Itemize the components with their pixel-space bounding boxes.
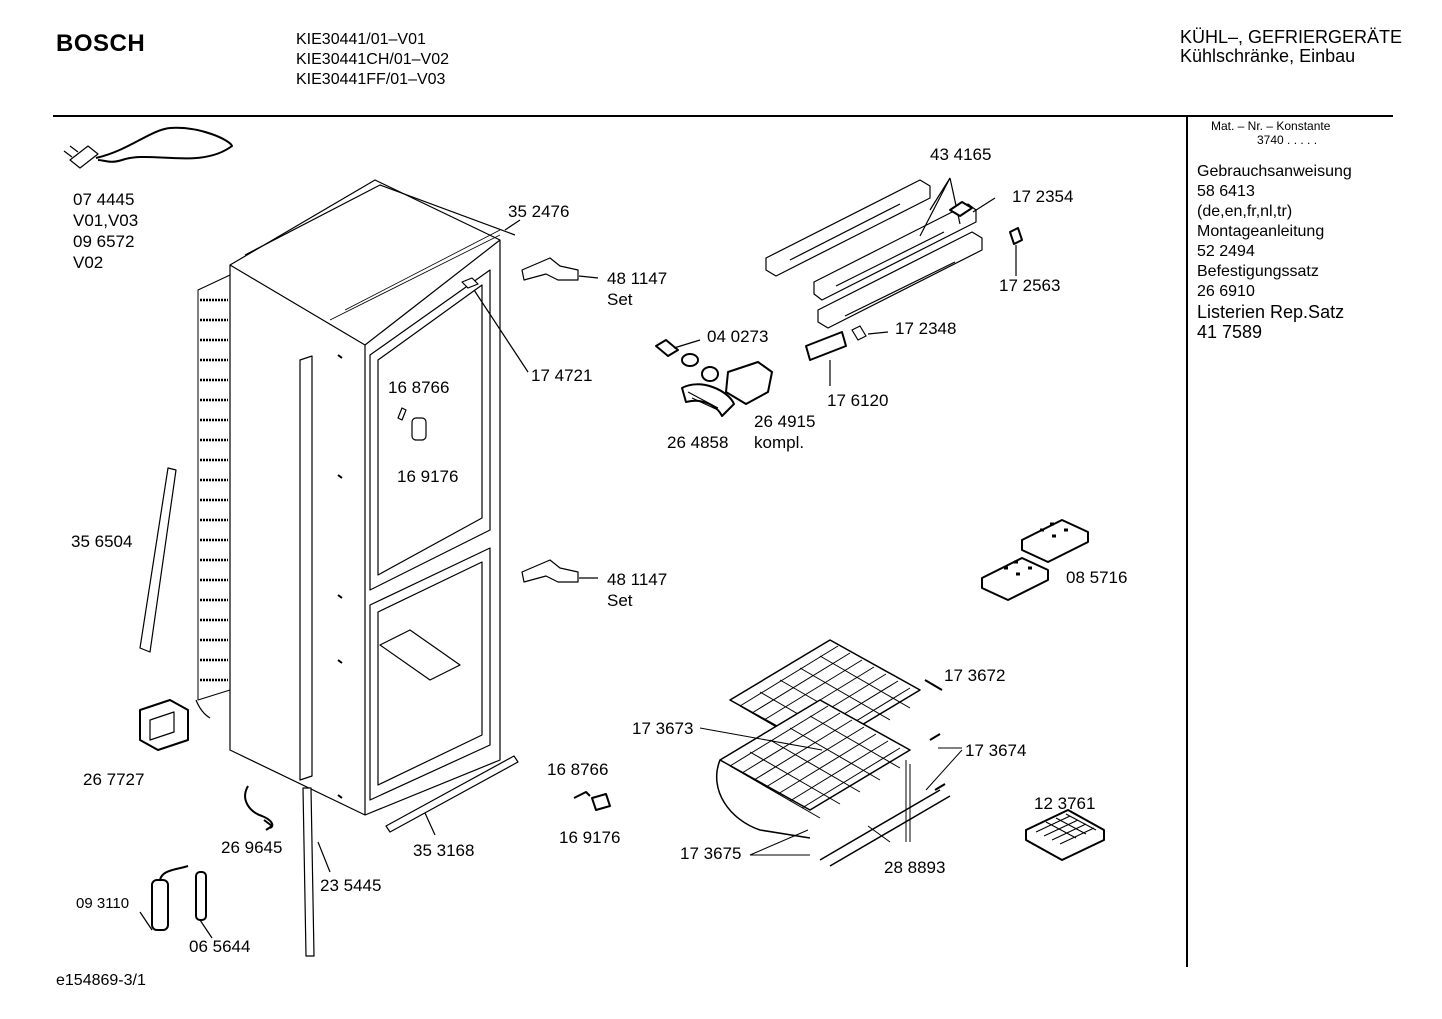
label-28-8893: 28 8893	[884, 858, 946, 877]
sensor-drawing	[461, 277, 479, 289]
label-hinge-top: 48 1147	[607, 269, 668, 288]
label-cable-1-variant: V01,V03	[73, 211, 139, 230]
doc-item: Montageanleitung	[1197, 223, 1325, 240]
model-v03: KIE30441FF/01–V03	[296, 71, 446, 88]
doc-item: 41 7589	[1197, 322, 1263, 342]
label-17-2563: 17 2563	[999, 276, 1061, 295]
label-clip-a: 16 8766	[388, 378, 450, 397]
header-divider	[53, 115, 1393, 117]
label-17-3673: 17 3673	[632, 719, 694, 738]
category-line-2: Kühlschränke, Einbau	[1180, 46, 1356, 66]
label-cable-2: 09 6572	[73, 232, 135, 251]
refrigerator-cabinet-drawing	[229, 179, 516, 816]
relay-box-drawing	[139, 699, 189, 751]
label-17-2354: 17 2354	[1012, 187, 1074, 206]
brand-logo: BOSCH	[56, 30, 146, 57]
label-17-3672: 17 3672	[944, 666, 1006, 685]
label-04-0273: 04 0273	[707, 327, 769, 346]
label-hinge-top-set: Set	[607, 290, 633, 309]
constant-label: Mat. – Nr. – Konstante	[1211, 119, 1331, 133]
clip-drawing	[397, 407, 407, 421]
door-strip-drawing	[302, 787, 315, 957]
label-cover: 26 4858	[667, 433, 729, 452]
label-09-3110: 09 3110	[76, 895, 130, 912]
model-list: KIE30441/01–V01 KIE30441CH/01–V02 KIE304…	[296, 30, 449, 90]
label-clip-b: 16 8766	[547, 760, 609, 779]
doc-item: Listerien Rep.Satz	[1197, 302, 1345, 322]
label-cap-b: 16 9176	[559, 828, 621, 847]
label-rails: 43 4165	[930, 145, 992, 164]
doc-item: Befestigungssatz	[1197, 263, 1319, 280]
label-wire: 26 9645	[221, 838, 283, 857]
label-lamp-kompl: kompl.	[754, 433, 805, 452]
category-title: KÜHL–, GEFRIERGERÄTE Kühlschränke, Einba…	[1180, 28, 1402, 66]
label-35-2476: 35 2476	[508, 202, 570, 221]
power-cable-drawing	[63, 126, 233, 169]
label-17-2348: 17 2348	[895, 319, 957, 338]
cap-lower-drawing	[591, 793, 611, 811]
label-door-strip: 23 5445	[320, 876, 382, 895]
category-line-1: KÜHL–, GEFRIERGERÄTE	[1180, 27, 1403, 47]
sidebar-divider	[1186, 117, 1188, 967]
label-hinge-bottom: 48 1147	[607, 570, 668, 589]
document-id: e154869-3/1	[56, 972, 146, 989]
condenser-coil-drawing	[195, 274, 231, 719]
label-lamp: 26 4915	[754, 412, 816, 431]
label-sensor: 17 4721	[531, 366, 593, 385]
hinge-bottom-drawing	[521, 559, 598, 583]
shelf-rails-drawing	[765, 177, 1023, 386]
label-cap-a: 16 9176	[397, 467, 459, 486]
model-v01: KIE30441/01–V01	[296, 31, 426, 48]
label-seal-strip: 35 6504	[71, 532, 133, 551]
doc-item: Gebrauchsanweisung	[1197, 163, 1352, 180]
material-constant: Mat. – Nr. – Konstante 3740 . . . . .	[1211, 119, 1330, 147]
documentation-list: Gebrauchsanweisung 58 6413 (de,en,fr,nl,…	[1197, 162, 1352, 342]
lamp-assembly-drawing	[655, 339, 773, 417]
label-ice-tray: 12 3761	[1034, 794, 1096, 813]
label-06-5644: 06 5644	[189, 937, 251, 956]
ice-tray-drawing	[1025, 809, 1105, 861]
doc-item: 26 6910	[1197, 283, 1255, 300]
seal-strip-drawing	[139, 467, 177, 653]
cap-drawing	[411, 417, 427, 441]
constant-value: 3740 . . . . .	[1257, 133, 1318, 147]
label-ice-packs: 08 5716	[1066, 568, 1128, 587]
evaporator-drawing	[699, 639, 963, 867]
doc-item: 58 6413	[1197, 183, 1255, 200]
label-cable-1: 07 4445	[73, 190, 135, 209]
label-bottom-strip: 35 3168	[413, 841, 475, 860]
label-cable-2-variant: V02	[73, 253, 104, 272]
label-17-3675: 17 3675	[680, 844, 742, 863]
bottom-strip-drawing	[385, 755, 519, 833]
ice-packs-drawing	[981, 519, 1089, 601]
label-17-3674: 17 3674	[965, 741, 1027, 760]
filter-drier-drawing	[139, 865, 213, 939]
doc-item: (de,en,fr,nl,tr)	[1197, 203, 1293, 220]
label-hinge-bottom-set: Set	[607, 591, 633, 610]
doc-item: 52 2494	[1197, 243, 1255, 260]
wire-drawing	[244, 785, 274, 829]
hinge-top-drawing	[521, 257, 599, 281]
model-v02: KIE30441CH/01–V02	[296, 51, 449, 68]
label-17-6120: 17 6120	[827, 391, 889, 410]
label-relay-box: 26 7727	[83, 770, 145, 789]
